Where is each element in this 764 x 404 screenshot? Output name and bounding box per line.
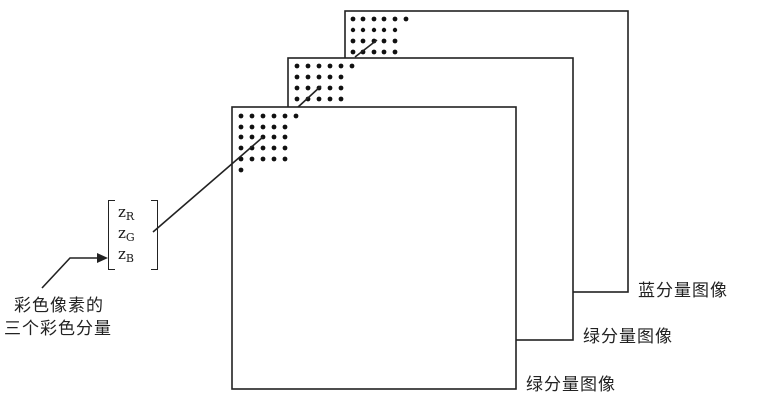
- caption-arrow: [41, 257, 100, 289]
- blue-connector: [354, 39, 378, 58]
- caption-line-1: 彩色像素的: [14, 296, 104, 316]
- green-pixel-dots: [294, 63, 355, 102]
- component-g: zG: [118, 224, 135, 244]
- blue-pixel-dots: [350, 16, 409, 55]
- blue-layer-label: 蓝分量图像: [638, 281, 728, 301]
- front-layer-label: 绿分量图像: [526, 375, 616, 395]
- component-r: zR: [118, 203, 135, 223]
- front-layer: [231, 106, 517, 390]
- right-bracket: [151, 200, 158, 270]
- pixel-vector: zR zG zB: [108, 200, 158, 270]
- left-bracket: [108, 200, 115, 270]
- component-b: zB: [118, 245, 134, 265]
- caption-line-2: 三个彩色分量: [4, 319, 112, 339]
- arrow-head-icon: [97, 253, 108, 263]
- pixel-connector-line: [152, 136, 264, 233]
- green-layer-label: 绿分量图像: [583, 327, 673, 347]
